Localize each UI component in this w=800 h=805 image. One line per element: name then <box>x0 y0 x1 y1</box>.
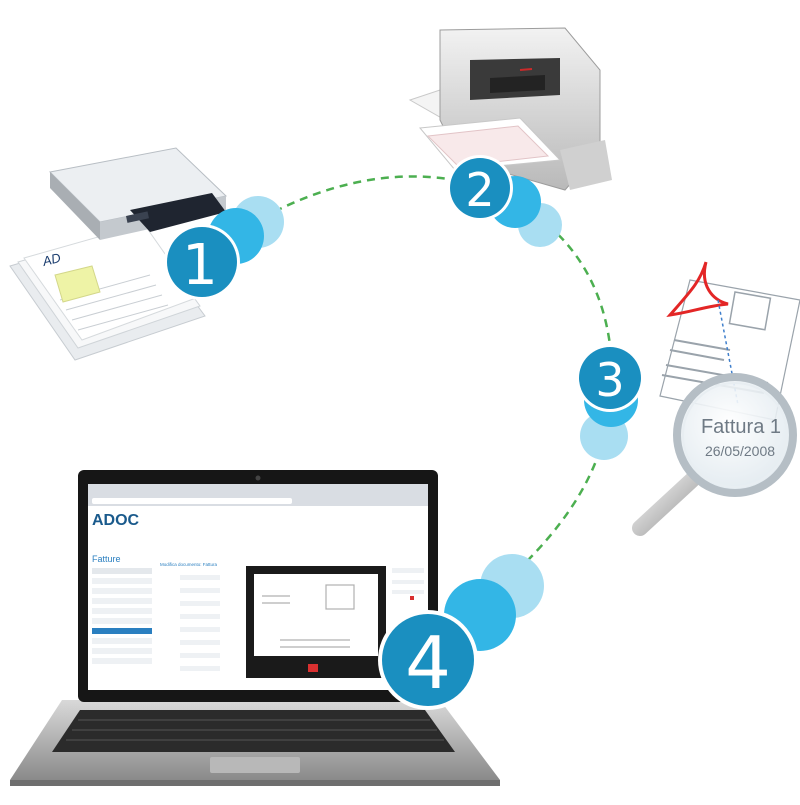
page-title-fatture: Fatture <box>92 554 121 564</box>
step-1-number: 1 <box>182 233 218 298</box>
flatbed-scanner <box>48 147 228 240</box>
magnifier-title: Fattura 1 <box>701 416 781 438</box>
step-2-badge: 2 <box>447 155 562 247</box>
step-1-badge: 1 <box>164 196 284 300</box>
step-2-number: 2 <box>465 163 494 217</box>
laptop: ADOC Fatture Modifica documento: Fattura <box>10 470 500 786</box>
step-4-number: 4 <box>405 621 451 705</box>
edit-form <box>180 575 220 671</box>
magnifier-date: 26/05/2008 <box>705 443 775 459</box>
document-stack: AD <box>9 223 206 361</box>
edit-panel-title: Modifica documento: Fattura <box>160 562 218 567</box>
step-4-badge: 4 <box>378 554 544 710</box>
step-3-badge: 3 <box>576 344 644 460</box>
invoice-list <box>92 578 152 664</box>
magnifier: Fattura 1 26/05/2008 <box>632 373 797 536</box>
document-feeder-scanner <box>408 27 612 191</box>
document-logo: AD <box>40 250 62 269</box>
pdf-icon <box>666 261 729 318</box>
step-3-number: 3 <box>595 353 624 407</box>
adoc-logo: ADOC <box>92 512 140 529</box>
